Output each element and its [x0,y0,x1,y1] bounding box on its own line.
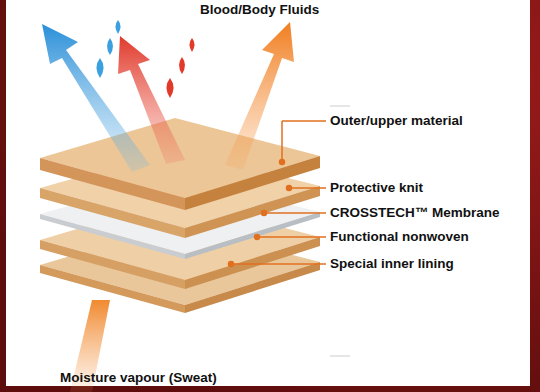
liquid-drops [97,20,195,98]
part-label: Functional nonwoven [330,229,469,245]
penetration-arrows [42,22,294,172]
leader-lines [229,121,327,267]
part-label: Special inner lining [330,256,454,272]
fabric-layers [40,118,320,313]
part-label: CROSSTECH™ Membrane [330,205,500,221]
part-label: Outer/upper material [330,113,463,129]
title-label: Blood/Body Fluids [200,2,319,18]
part-label: Protective knit [330,180,423,196]
bottom-label: Moisture vapour (Sweat) [60,370,217,386]
